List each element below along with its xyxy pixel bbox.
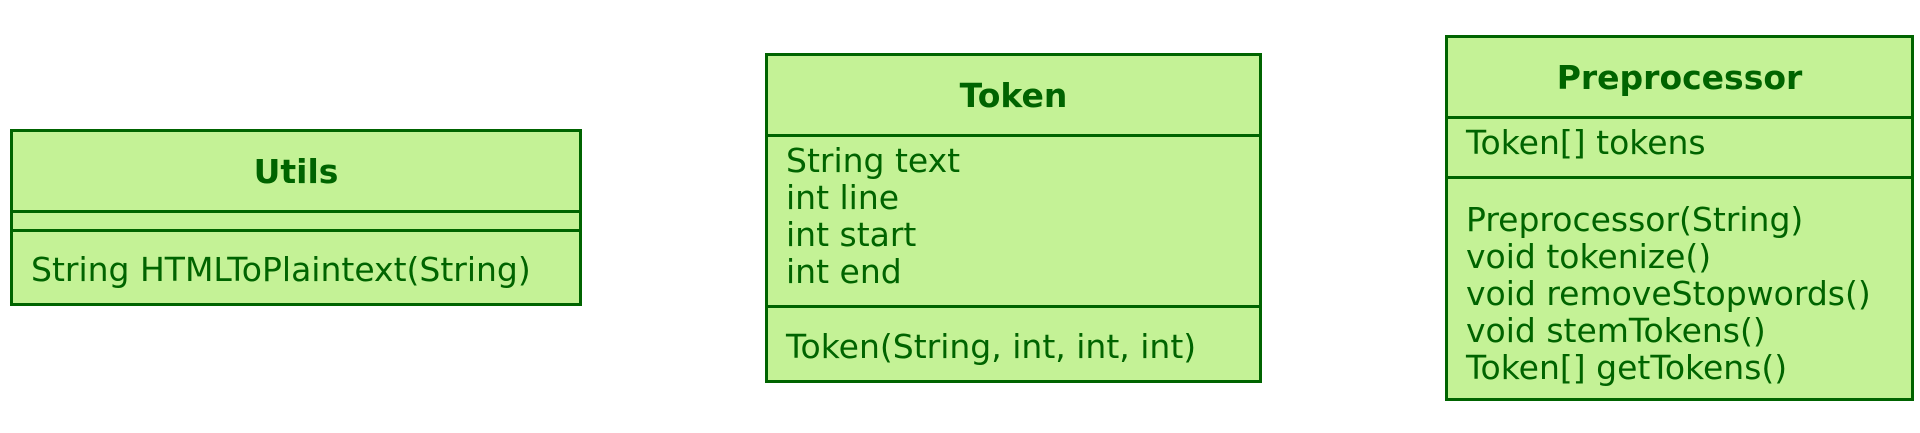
operations-section-utils: String HTMLToPlaintext(String) <box>13 229 579 303</box>
operation-preprocessor-3: void stemTokens() <box>1466 311 1766 350</box>
attribute-token-3: int end <box>786 252 902 291</box>
class-name-utils: Utils <box>253 151 339 191</box>
operation-preprocessor-2: void removeStopwords() <box>1466 274 1871 313</box>
attributes-section-utils <box>13 210 579 229</box>
attribute-token-0: String text <box>786 141 961 180</box>
attribute-preprocessor-0: Token[] tokens <box>1466 123 1706 162</box>
operation-preprocessor-4: Token[] getTokens() <box>1466 348 1788 387</box>
attributes-section-token: String text int line int start int end <box>768 134 1259 305</box>
operations-section-preprocessor: Preprocessor(String) void tokenize() voi… <box>1448 176 1911 398</box>
attribute-token-1: int line <box>786 178 900 217</box>
operation-preprocessor-0: Preprocessor(String) <box>1466 200 1804 239</box>
class-name-token: Token <box>959 75 1068 115</box>
class-utils[interactable]: Utils String HTMLToPlaintext(String) <box>10 129 582 306</box>
class-name-preprocessor: Preprocessor <box>1556 57 1803 97</box>
class-token[interactable]: Token String text int line int start int… <box>765 53 1262 383</box>
operations-section-token: Token(String, int, int, int) <box>768 305 1259 380</box>
operation-utils-0: String HTMLToPlaintext(String) <box>31 250 531 289</box>
operation-token-0: Token(String, int, int, int) <box>786 327 1197 366</box>
class-preprocessor[interactable]: Preprocessor Token[] tokens Preprocessor… <box>1445 35 1914 401</box>
operation-preprocessor-1: void tokenize() <box>1466 237 1712 276</box>
attributes-section-preprocessor: Token[] tokens <box>1448 116 1911 176</box>
attribute-token-2: int start <box>786 215 917 254</box>
